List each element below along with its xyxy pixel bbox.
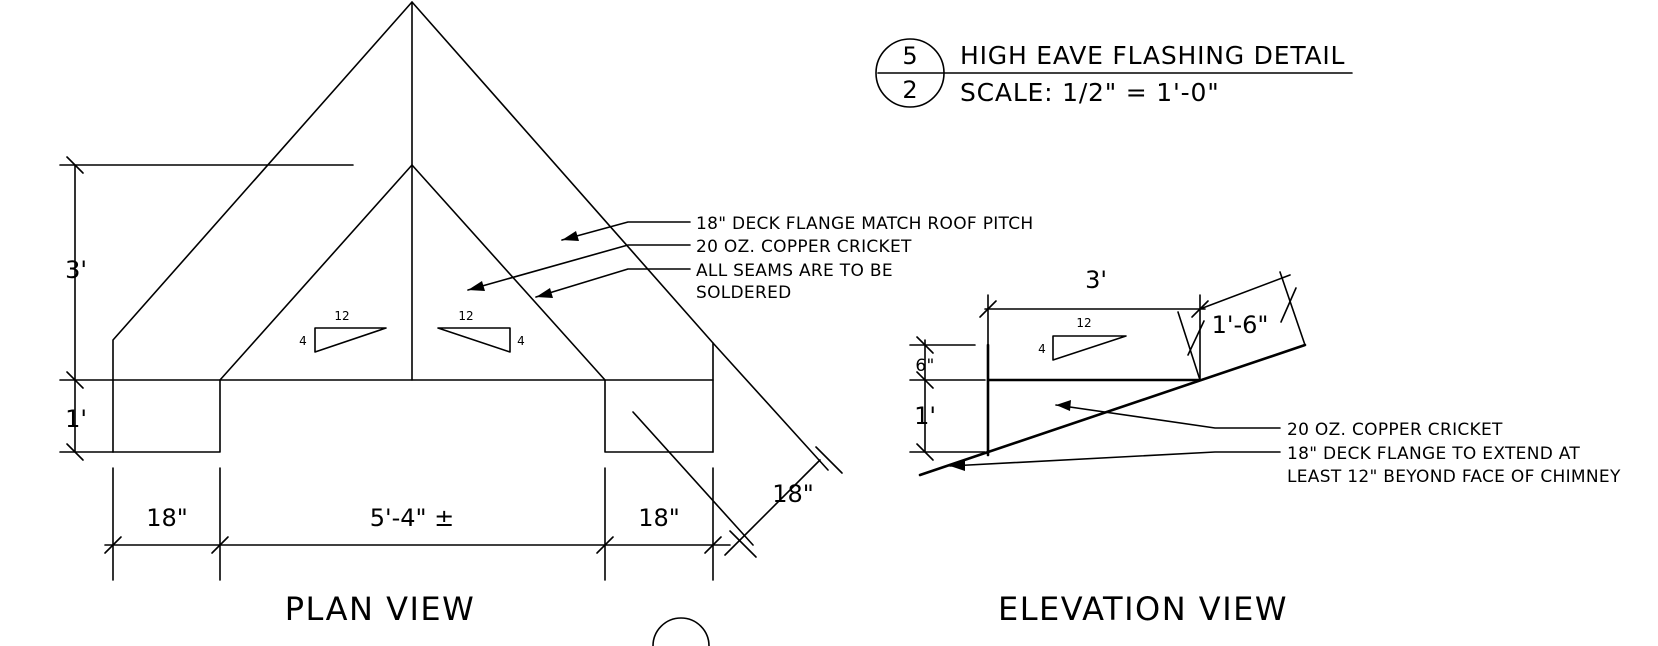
- plan-diagonal-extension: [632, 411, 754, 546]
- elev-dim-1ft: 1': [914, 402, 936, 430]
- plan-tick: [704, 536, 722, 554]
- plan-left-notch: [112, 379, 221, 453]
- partial-detail-bubble: [652, 617, 710, 646]
- plan-dim-1ft: 1': [65, 405, 87, 433]
- elev-dim-1ft6in: 1'-6": [1212, 311, 1269, 339]
- plan-pitch-right-rise: 4: [517, 334, 525, 348]
- plan-view-label: PLAN VIEW: [285, 590, 476, 628]
- elev-tick: [916, 371, 934, 389]
- elev-leader-arrowhead: [950, 460, 965, 471]
- elev-leader-cricket: [1055, 404, 1281, 429]
- elev-roof-deck-line: [918, 343, 1307, 477]
- plan-tick: [66, 156, 84, 174]
- plan-cricket-outline: [219, 164, 606, 381]
- detail-number: 5: [902, 42, 917, 70]
- elev-tick: [979, 300, 997, 318]
- plan-leader-deck-flange: [561, 221, 691, 241]
- plan-outer-flange: [112, 1, 714, 453]
- elev-slope-extension: [1199, 274, 1291, 310]
- title-block: 5 2 HIGH EAVE FLASHING DETAIL SCALE: 1/2…: [875, 38, 1353, 108]
- plan-tick: [729, 530, 757, 558]
- sheet-number: 2: [902, 76, 917, 104]
- plan-view: 3' 1' 18" 5'-4" ± 18" 18" 12 4 12 4: [59, 1, 1034, 628]
- elev-leader-deck-flange: [949, 451, 1281, 467]
- plan-pitch-left-run: 12: [334, 309, 349, 323]
- elevation-view-label: ELEVATION VIEW: [998, 590, 1288, 628]
- elev-dim-3ft: 3': [1085, 266, 1107, 294]
- plan-leader-arrowhead: [468, 281, 485, 291]
- plan-tick: [66, 443, 84, 461]
- plan-callout-seams: ALL SEAMS ARE TO BE: [696, 261, 893, 281]
- elev-slope-extension-line: [1279, 271, 1306, 346]
- elev-pitch-run: 12: [1076, 316, 1091, 330]
- plan-outer-flange-extension: [712, 342, 829, 471]
- elev-pitch-triangle: [1052, 335, 1127, 361]
- detail-scale: SCALE: 1/2" = 1'-0": [960, 78, 1220, 107]
- elev-callout-extend: LEAST 12" BEYOND FACE OF CHIMNEY: [1287, 467, 1621, 487]
- elev-leader-arrowhead: [1056, 400, 1071, 411]
- elevation-view: 3' 1'-6" 6" 1' 12 4 20 OZ. COPPER CRICKE…: [909, 266, 1621, 628]
- plan-leader-cricket: [467, 244, 691, 291]
- plan-diagonal-dimension-line: [724, 459, 821, 556]
- plan-callout-cricket: 20 OZ. COPPER CRICKET: [696, 237, 912, 257]
- plan-tick: [596, 536, 614, 554]
- elev-callout-cricket: 20 OZ. COPPER CRICKET: [1287, 420, 1503, 440]
- plan-pitch-right-run: 12: [458, 309, 473, 323]
- plan-dim-18in-left: 18": [146, 504, 188, 532]
- plan-tick: [104, 536, 122, 554]
- elev-callout-deck-flange: 18" DECK FLANGE TO EXTEND AT: [1287, 444, 1580, 464]
- plan-dim-18in-diagonal: 18": [772, 480, 814, 508]
- plan-tick: [815, 446, 843, 474]
- elev-tick: [1187, 320, 1205, 356]
- plan-leader-arrowhead: [536, 288, 553, 298]
- plan-callout-deck-flange: 18" DECK FLANGE MATCH ROOF PITCH: [696, 214, 1034, 234]
- elev-tick: [916, 443, 934, 461]
- plan-callout-soldered: SOLDERED: [696, 283, 792, 303]
- elev-slope-dimension-line: [1177, 311, 1201, 381]
- elev-dim-6in: 6": [915, 356, 934, 376]
- plan-leader-arrowhead: [562, 231, 579, 241]
- plan-dim-3ft: 3': [65, 256, 87, 284]
- elev-tick: [916, 336, 934, 354]
- plan-right-notch: [604, 379, 714, 453]
- plan-dim-center: 5'-4" ±: [370, 504, 455, 532]
- elev-pitch-rise: 4: [1038, 342, 1046, 356]
- plan-tick: [211, 536, 229, 554]
- elev-tick: [1280, 287, 1297, 323]
- detail-title: HIGH EAVE FLASHING DETAIL: [960, 41, 1345, 70]
- plan-pitch-triangle-left: [314, 327, 387, 353]
- plan-tick: [66, 371, 84, 389]
- plan-pitch-triangle-right: [437, 327, 511, 353]
- plan-dim-18in-right: 18": [638, 504, 680, 532]
- plan-pitch-left-rise: 4: [299, 334, 307, 348]
- plan-leader-seams: [535, 268, 691, 298]
